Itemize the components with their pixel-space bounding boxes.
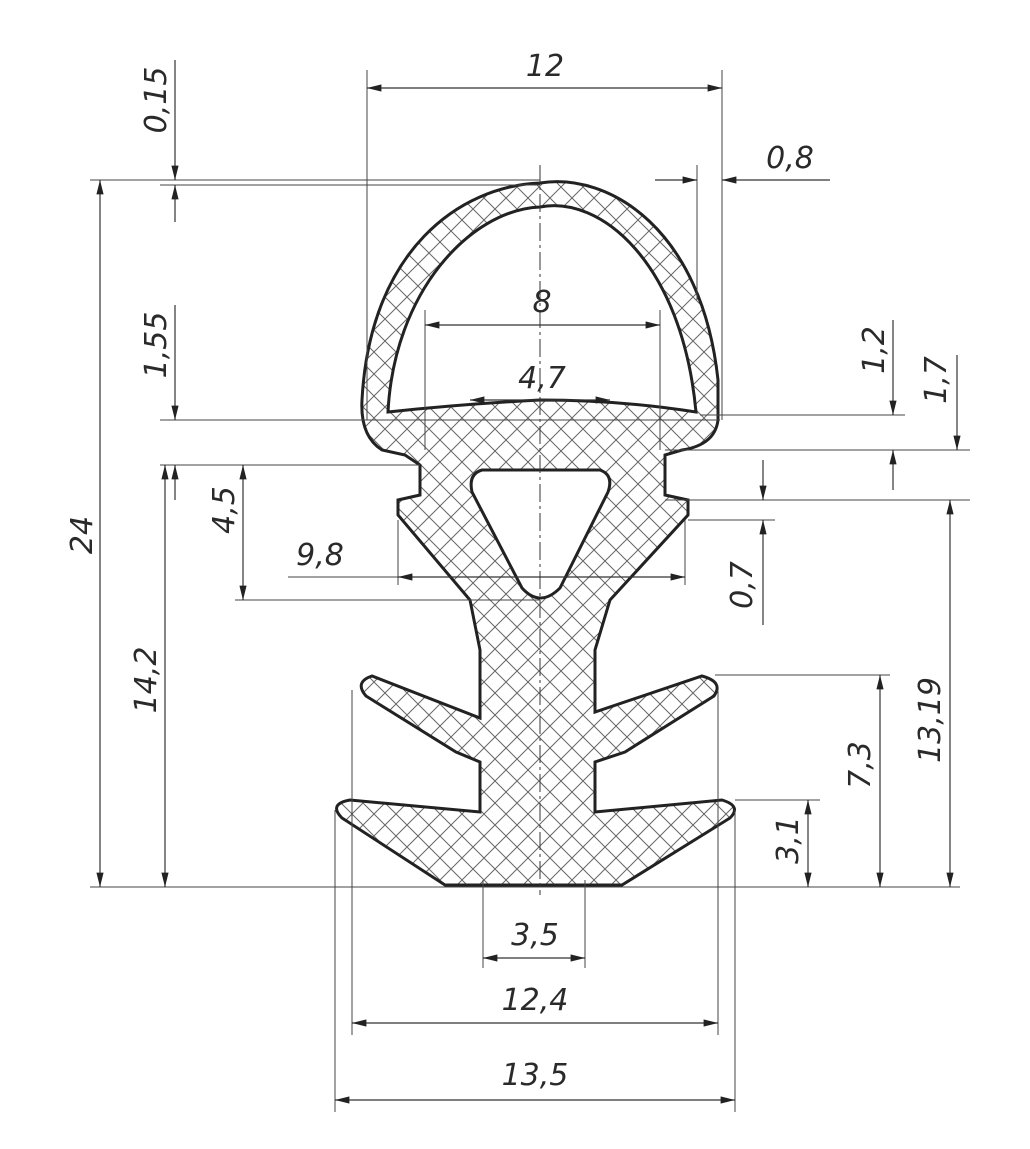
dim-lower-fin-height: 3,1 <box>771 816 806 864</box>
dim-stem-width: 3,5 <box>511 918 559 953</box>
dim-wall-thickness: 0,8 <box>766 141 814 176</box>
dim-bulb-base: 1,55 <box>139 312 174 379</box>
dim-top-gap: 0,15 <box>139 67 174 134</box>
dim-shoulder-width: 9,8 <box>296 538 344 573</box>
dim-cavity-height: 4,5 <box>207 486 242 534</box>
dim-stem-height: 14,2 <box>129 647 164 714</box>
dim-total-height: 24 <box>65 516 100 554</box>
dimension-labels: 12 0,15 0,8 8 1,55 4,7 1,2 1,7 24 4,5 9,… <box>65 49 954 1093</box>
dim-shoulder-step: 0,7 <box>725 561 760 609</box>
dim-neck-total: 1,7 <box>919 356 954 404</box>
extension-lines <box>90 70 970 1112</box>
dim-upper-fin-height: 7,3 <box>843 741 878 789</box>
dim-neck-upper: 1,2 <box>857 326 892 374</box>
dim-lower-fin-span: 13,5 <box>502 1058 569 1093</box>
dim-top-width: 12 <box>526 49 564 84</box>
dim-fin-zone-height: 13,19 <box>913 677 948 763</box>
dimension-lines <box>96 60 961 1104</box>
dim-inner-base-width: 4,7 <box>518 361 566 396</box>
dim-upper-fin-span: 12,4 <box>502 983 569 1018</box>
dim-inner-width: 8 <box>532 285 551 320</box>
